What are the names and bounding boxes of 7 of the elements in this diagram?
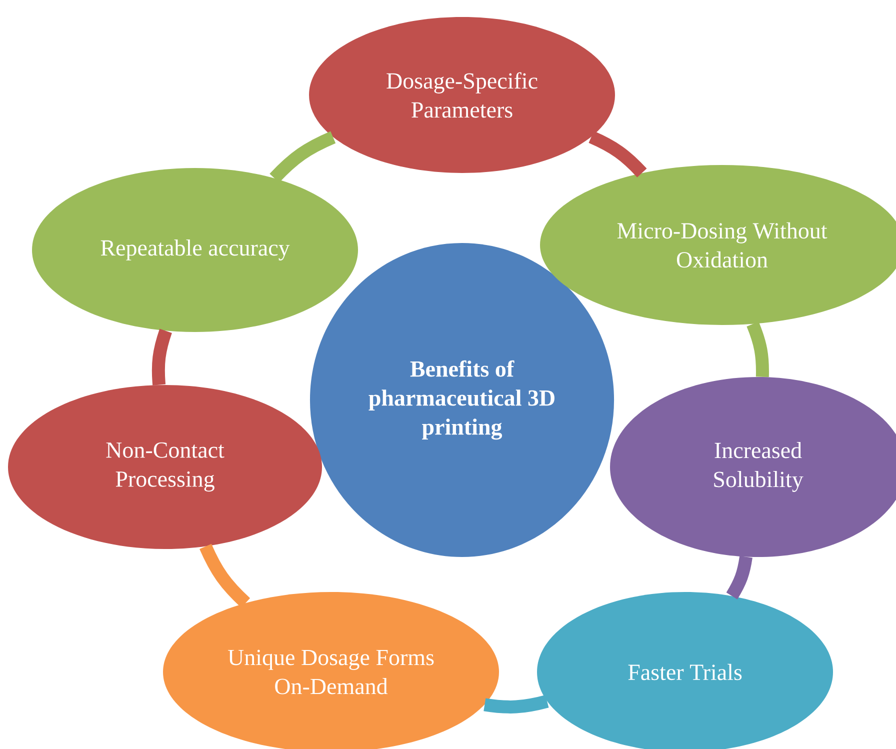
connector-band (726, 556, 752, 600)
connector-band (588, 131, 647, 178)
connector-band (200, 544, 250, 608)
connector-band (484, 695, 549, 714)
connector-band (270, 131, 336, 183)
connector-band (152, 328, 172, 386)
connector-band (746, 322, 769, 377)
